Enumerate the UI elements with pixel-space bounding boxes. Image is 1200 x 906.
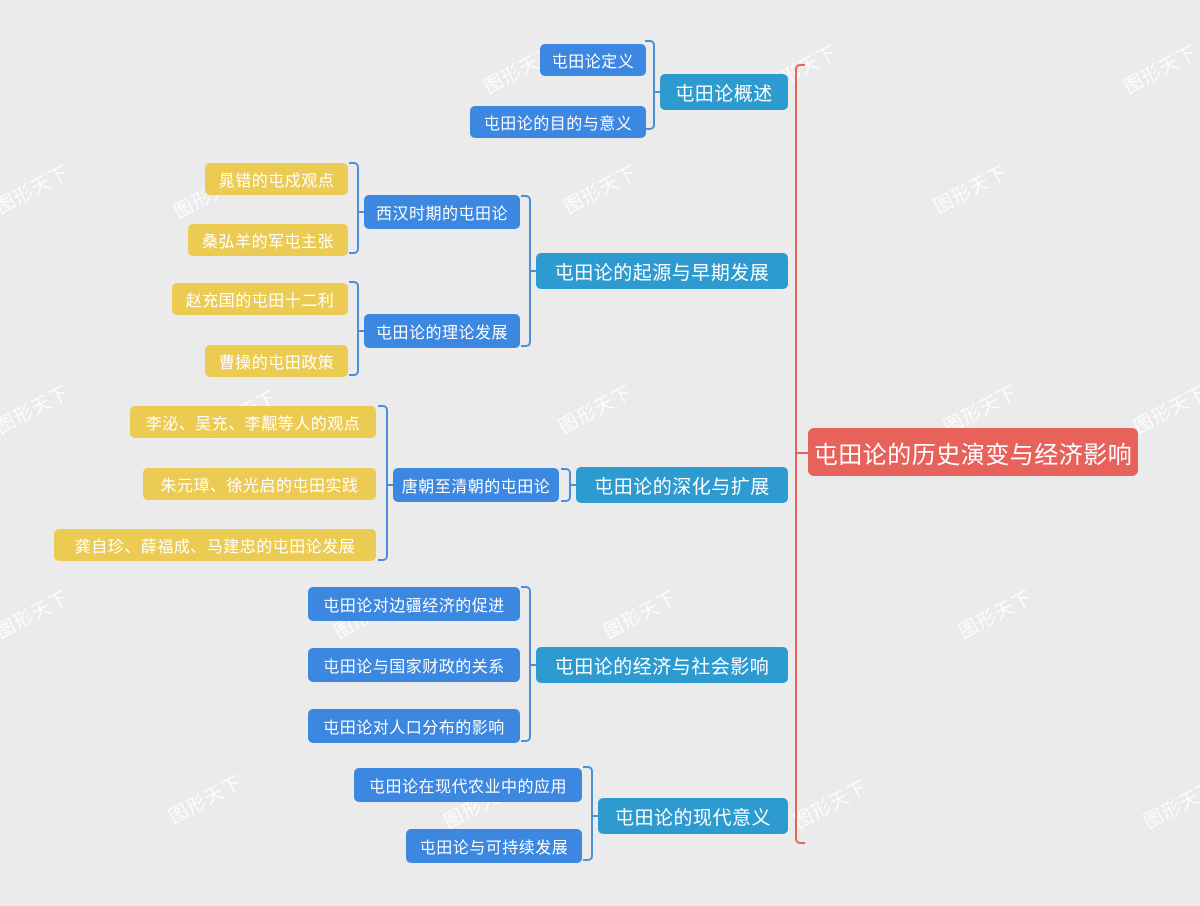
watermark: 图形天下: [930, 161, 1012, 219]
leaf-node-gongzizhen-xuefucheng-majianzhong[interactable]: 龚自珍、薛福成、马建忠的屯田论发展: [54, 529, 376, 561]
connector-bracket-overview: [645, 40, 655, 130]
leaf-node-purpose-meaning[interactable]: 屯田论的目的与意义: [470, 106, 646, 138]
connector-stub-economic-social: [531, 664, 537, 666]
sub-node-tang-to-qing[interactable]: 唐朝至清朝的屯田论: [393, 468, 559, 502]
connector-bracket-western-han: [349, 162, 359, 254]
connector-stub-theory: [359, 330, 365, 332]
leaf-node-definition[interactable]: 屯田论定义: [540, 44, 646, 76]
connector-stub-western-han: [359, 211, 365, 213]
watermark: 图形天下: [1120, 41, 1200, 99]
leaf-node-population-distribution[interactable]: 屯田论对人口分布的影响: [308, 709, 520, 743]
root-node[interactable]: 屯田论的历史演变与经济影响: [808, 428, 1138, 476]
root-connector-bracket: [795, 64, 805, 844]
connector-bracket-economic-social: [521, 586, 531, 742]
leaf-node-modern-agriculture[interactable]: 屯田论在现代农业中的应用: [354, 768, 582, 802]
branch-node-overview[interactable]: 屯田论概述: [660, 74, 788, 110]
leaf-node-zhuyuanzhang-xuguangqi[interactable]: 朱元璋、徐光启的屯田实践: [143, 468, 376, 500]
sub-node-theory-development[interactable]: 屯田论的理论发展: [364, 314, 520, 348]
leaf-node-sanghongyang[interactable]: 桑弘羊的军屯主张: [188, 224, 348, 256]
leaf-node-frontier-economy[interactable]: 屯田论对边疆经济的促进: [308, 587, 520, 621]
connector-stub-tang-to-qing: [388, 484, 394, 486]
watermark: 图形天下: [0, 586, 74, 644]
branch-node-modern-significance[interactable]: 屯田论的现代意义: [598, 798, 788, 834]
connector-bracket-theory: [349, 281, 359, 376]
watermark: 图形天下: [955, 586, 1037, 644]
root-connector-stub: [795, 452, 809, 454]
watermark: 图形天下: [560, 161, 642, 219]
connector-stub-overview: [655, 91, 661, 93]
watermark: 图形天下: [1130, 381, 1200, 439]
leaf-node-zhaochongguo[interactable]: 赵充国的屯田十二利: [172, 283, 348, 315]
leaf-node-state-finance[interactable]: 屯田论与国家财政的关系: [308, 648, 520, 682]
leaf-node-chaocuo[interactable]: 晁错的屯戍观点: [205, 163, 348, 195]
connector-stub-deepening: [571, 484, 577, 486]
connector-bracket-tang-to-qing: [378, 405, 388, 561]
watermark: 图形天下: [165, 771, 247, 829]
branch-node-origin[interactable]: 屯田论的起源与早期发展: [536, 253, 788, 289]
connector-stub-modern: [593, 815, 599, 817]
leaf-node-caocao[interactable]: 曹操的屯田政策: [205, 345, 348, 377]
connector-bracket-modern: [583, 766, 593, 861]
connector-bracket-origin: [521, 195, 531, 347]
branch-node-deepening[interactable]: 屯田论的深化与扩展: [576, 467, 788, 503]
watermark: 图形天下: [0, 161, 74, 219]
watermark: 图形天下: [555, 381, 637, 439]
branch-node-economic-social[interactable]: 屯田论的经济与社会影响: [536, 647, 788, 683]
leaf-node-lipi-wuchong-ligou[interactable]: 李泌、吴充、李觏等人的观点: [130, 406, 376, 438]
sub-node-western-han[interactable]: 西汉时期的屯田论: [364, 195, 520, 229]
connector-stub-origin: [531, 270, 537, 272]
watermark: 图形天下: [0, 381, 74, 439]
leaf-node-sustainable-development[interactable]: 屯田论与可持续发展: [406, 829, 582, 863]
watermark: 图形天下: [600, 586, 682, 644]
watermark: 图形天下: [1140, 776, 1200, 834]
connector-bracket-deepening: [561, 468, 571, 502]
